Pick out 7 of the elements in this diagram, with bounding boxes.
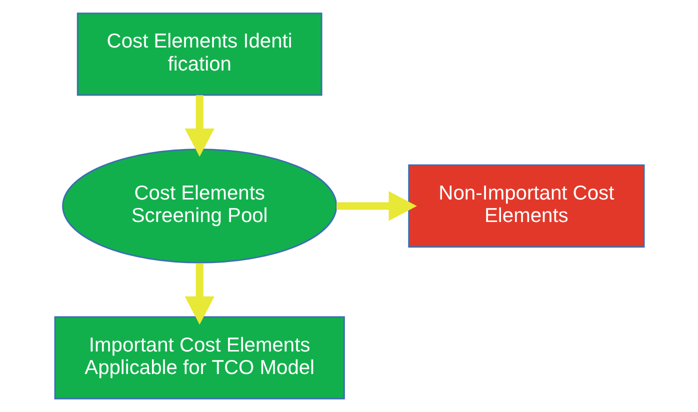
node-box: Non-Important Cost Elements	[408, 164, 644, 248]
node-box: Important Cost Elements Applicable for TCO Model	[54, 316, 344, 400]
node-box: Cost Elements Identi fication	[76, 12, 322, 96]
arrow	[184, 263, 214, 325]
arrow	[336, 191, 416, 221]
arrow	[184, 95, 214, 157]
node-ellipse: Cost Elements Screening Pool	[62, 148, 337, 264]
